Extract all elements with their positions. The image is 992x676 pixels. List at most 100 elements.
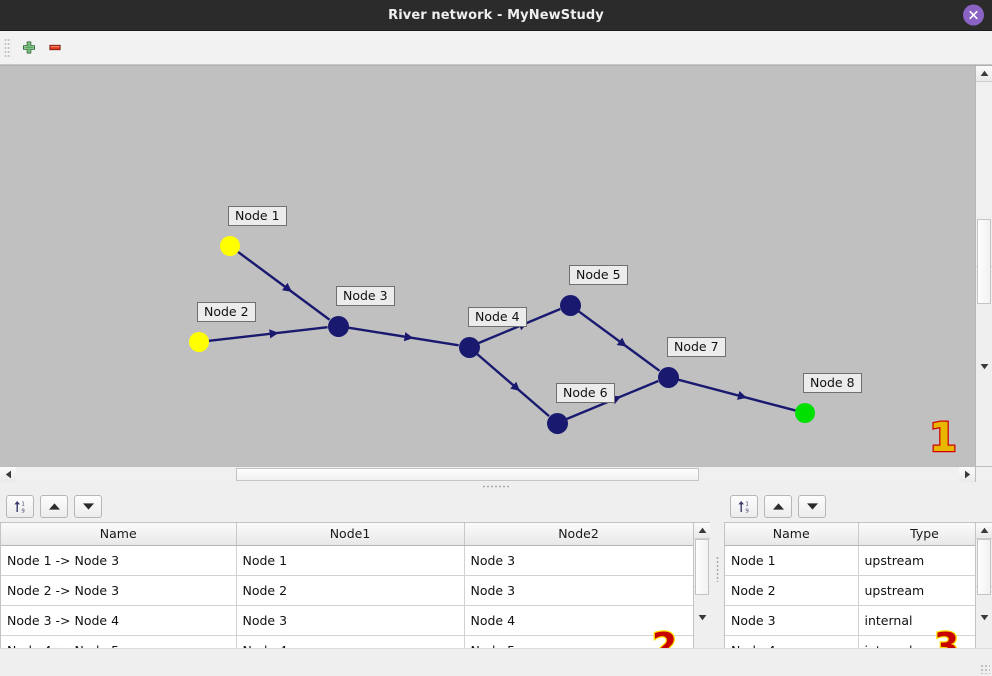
vertical-splitter-grip [715, 556, 719, 582]
nodes-table-cell[interactable]: internal [858, 605, 975, 636]
scroll-up-button[interactable] [976, 66, 992, 82]
bottom-panes: 1 9 [0, 490, 992, 648]
reaches-table-column-header[interactable]: Name [1, 523, 237, 546]
network-edge[interactable] [476, 352, 550, 418]
nodes-table-cell[interactable]: Node 4 [725, 635, 859, 648]
remove-node-button[interactable] [42, 35, 68, 61]
nodes-scroll-up-button[interactable] [976, 523, 992, 539]
nodes-table-cell[interactable]: Node 3 [725, 605, 859, 636]
graph-node-node-4[interactable] [458, 336, 480, 358]
reaches-table-cell[interactable]: Node 3 [464, 575, 693, 606]
network-edge[interactable] [208, 326, 328, 343]
reaches-table-cell[interactable]: Node 4 [464, 605, 693, 636]
graph-node-label[interactable]: Node 2 [197, 302, 256, 323]
reaches-sort-button[interactable]: 1 9 [6, 494, 34, 518]
reaches-table-cell[interactable]: Node 1 [236, 545, 465, 576]
canvas-vscroll-track[interactable] [976, 82, 992, 304]
nodes-table-cell[interactable]: Node 1 [725, 545, 859, 576]
add-node-button[interactable] [16, 35, 42, 61]
nodes-move-up-button[interactable] [764, 494, 792, 518]
graph-node-label[interactable]: Node 6 [556, 383, 615, 404]
reaches-table-cell[interactable]: Node 1 -> Node 3 [1, 545, 237, 576]
nodes-vscroll-track[interactable] [976, 539, 992, 595]
nodes-table-cell[interactable]: internal [858, 635, 975, 648]
scroll-right-button[interactable] [959, 467, 975, 482]
network-edge[interactable] [237, 250, 331, 321]
canvas-vscroll-thumb[interactable] [977, 219, 991, 304]
river-network-diagram[interactable]: Node 1 Node 2 Node 3 Node 4 Node 5 Node 6 Node… [0, 66, 975, 466]
reaches-table-column-header[interactable]: Node1 [236, 523, 465, 546]
reaches-table-cell[interactable]: Node 2 -> Node 3 [1, 575, 237, 606]
canvas-hscroll-thumb[interactable] [236, 468, 699, 481]
close-window-button[interactable] [963, 4, 984, 26]
reaches-vertical-scrollbar[interactable] [693, 523, 710, 648]
network-edges [208, 250, 796, 421]
nodes-table-cell[interactable]: upstream [858, 575, 975, 606]
reaches-table-cell[interactable]: Node 3 [464, 545, 693, 576]
graph-node-label[interactable]: Node 3 [336, 286, 395, 307]
graph-node-node-8[interactable] [795, 403, 815, 423]
edge-arrow-icon [616, 337, 627, 347]
graph-node-node-2[interactable] [189, 332, 209, 352]
window-resize-grip[interactable] [980, 664, 990, 674]
nodes-table-cell[interactable]: Node 2 [725, 575, 859, 606]
horizontal-splitter[interactable] [0, 482, 992, 490]
reaches-table-cell[interactable]: Node 3 [236, 605, 465, 636]
reaches-table-cell[interactable]: Node 3 -> Node 4 [1, 605, 237, 636]
nodes-table-column-header[interactable]: Name [725, 523, 859, 546]
graph-node-label[interactable]: Node 7 [667, 337, 726, 358]
network-edge[interactable] [677, 378, 796, 412]
canvas-hscroll-track[interactable] [16, 467, 959, 482]
graph-node-node-6[interactable] [546, 412, 568, 434]
reaches-table-column-header[interactable]: Node2 [464, 523, 693, 546]
nodes-table-cell[interactable]: upstream [858, 545, 975, 576]
graph-node-node-7[interactable] [657, 366, 679, 388]
reaches-vscroll-thumb[interactable] [695, 539, 709, 595]
nodes-table-column-header[interactable]: Type [858, 523, 975, 546]
scroll-left-button[interactable] [0, 467, 16, 482]
graph-node-label[interactable]: Node 1 [228, 206, 287, 227]
graph-node-node-1[interactable] [220, 236, 240, 256]
title-bar: River network - MyNewStudy [0, 0, 992, 31]
graph-node-label[interactable]: Node 5 [569, 265, 628, 286]
nodes-move-down-button[interactable] [798, 494, 826, 518]
status-bar [0, 648, 992, 676]
graph-node-label[interactable]: Node 8 [803, 373, 862, 394]
vertical-splitter[interactable] [710, 490, 724, 648]
reaches-table-cell[interactable]: Node 4 [236, 635, 465, 648]
graph-node-node-3[interactable] [327, 315, 349, 337]
reaches-scroll-up-button[interactable] [694, 523, 710, 539]
reaches-move-up-button[interactable] [40, 494, 68, 518]
reaches-move-down-button[interactable] [74, 494, 102, 518]
nodes-sort-button[interactable]: 1 9 [730, 494, 758, 518]
nodes-vertical-scrollbar[interactable] [975, 523, 992, 648]
network-edge[interactable] [577, 310, 661, 372]
network-edge[interactable] [348, 326, 459, 347]
nodes-vscroll-thumb[interactable] [977, 539, 991, 595]
splitter-grip [482, 484, 510, 488]
caret-up-icon [980, 527, 988, 533]
toolbar-drag-handle[interactable] [4, 37, 11, 58]
reaches-table-cell[interactable]: Node 5 [464, 635, 693, 648]
reaches-table-cell[interactable]: Node 4 -> Node 5 [1, 635, 237, 648]
reaches-table-cell[interactable]: Node 2 [236, 575, 465, 606]
reaches-vscroll-track[interactable] [694, 539, 710, 595]
canvas-vertical-scrollbar[interactable] [975, 66, 992, 466]
nodes-table-row[interactable]: Node 4internal [725, 635, 975, 648]
graph-node-node-5[interactable] [559, 294, 581, 316]
graph-node-label[interactable]: Node 4 [468, 307, 527, 328]
canvas-horizontal-scrollbar[interactable] [0, 466, 992, 482]
